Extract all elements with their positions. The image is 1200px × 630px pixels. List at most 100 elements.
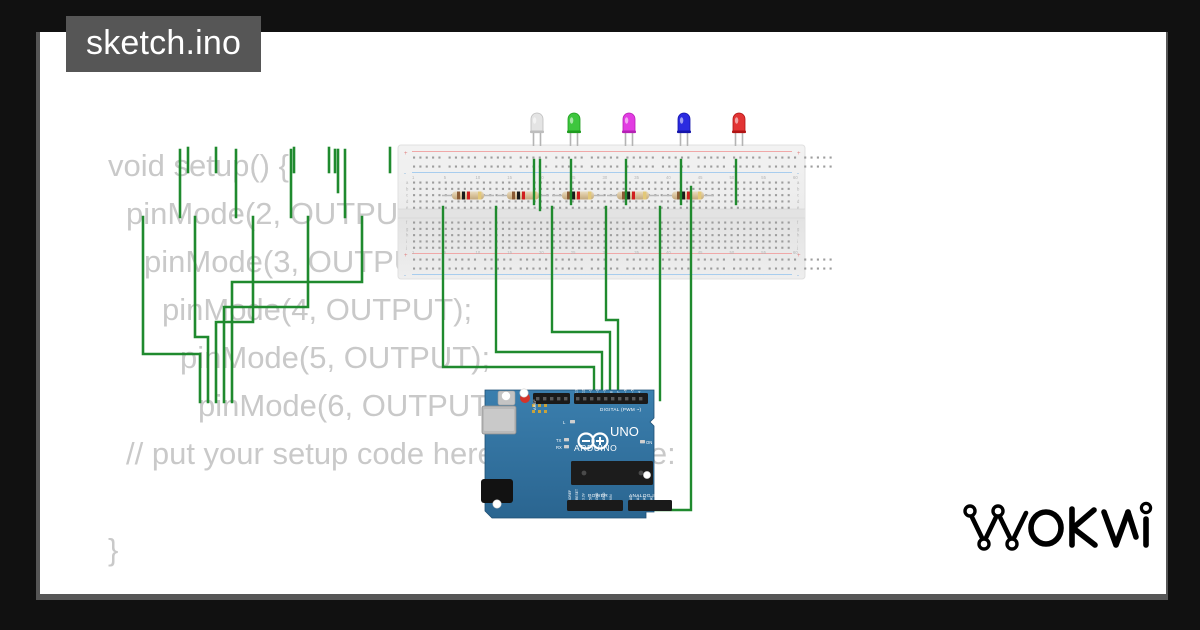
led-green[interactable]: [567, 112, 581, 146]
breadboard-hole: [716, 258, 719, 261]
header-pin: [639, 397, 643, 401]
breadboard-hole: [716, 267, 719, 270]
breadboard-hole: [565, 240, 568, 243]
led-blue[interactable]: [677, 112, 691, 146]
breadboard-hole: [711, 187, 714, 190]
breadboard-hole: [692, 246, 695, 249]
breadboard-hole: [432, 267, 435, 270]
power-pin-label: GND: [595, 492, 599, 500]
breadboard-hole: [736, 227, 739, 230]
breadboard-hole: [749, 206, 752, 209]
breadboard-hole: [473, 258, 477, 261]
breadboard-hole: [654, 200, 657, 203]
breadboard-hole: [457, 181, 460, 184]
breadboard-hole: [555, 258, 558, 261]
analog-pin-label: A3: [649, 496, 653, 500]
breadboard-hole: [635, 246, 638, 249]
breadboard-hole: [484, 267, 487, 270]
file-tab-sketch-ino[interactable]: sketch.ino: [66, 16, 262, 73]
breadboard-hole: [552, 187, 555, 190]
digital-pin-label: ~6: [623, 389, 627, 393]
breadboard-hole: [823, 156, 826, 159]
breadboard-hole: [645, 258, 648, 261]
breadboard-hole: [578, 227, 581, 230]
breadboard-hole: [489, 181, 492, 184]
breadboard-hole: [444, 221, 447, 224]
breadboard-hole: [724, 240, 727, 243]
breadboard-hole: [438, 267, 441, 270]
breadboard-hole: [609, 187, 612, 190]
breadboard-hole: [555, 156, 558, 159]
breadboard-hole: [781, 156, 784, 159]
power-label: POWER: [588, 493, 608, 499]
breadboard-hole: [501, 234, 504, 237]
breadboard-hole: [781, 165, 784, 168]
led-magenta[interactable]: [622, 112, 636, 146]
breadboard-hole: [476, 221, 479, 224]
breadboard-hole: [509, 165, 512, 168]
breadboard-hole: [597, 181, 600, 184]
analog-pin-label: A1: [636, 496, 640, 500]
breadboard-hole: [692, 200, 695, 203]
breadboard-hole: [829, 267, 832, 270]
breadboard-hole: [597, 156, 600, 159]
breadboard-hole: [641, 240, 644, 243]
digital-pin-label: ~9: [602, 389, 606, 393]
breadboard-hole: [540, 221, 543, 224]
breadboard-hole: [628, 240, 631, 243]
breadboard-hole: [660, 181, 663, 184]
breadboard-hole: [432, 200, 435, 203]
breadboard-hole: [432, 194, 435, 197]
breadboard-hole: [590, 246, 593, 249]
breadboard-hole: [463, 240, 466, 243]
breadboard-hole: [451, 234, 454, 237]
breadboard-hole: [425, 156, 428, 159]
breadboard-hole: [580, 267, 583, 270]
power-pin-label: 3.3V: [582, 492, 586, 500]
breadboard-column-number: 60: [793, 175, 798, 180]
resistor-1[interactable]: [442, 191, 494, 200]
breadboard-hole: [781, 267, 784, 270]
breadboard-hole: [609, 240, 612, 243]
breadboard-hole: [419, 240, 422, 243]
breadboard-hole: [667, 221, 670, 224]
breadboard-hole: [768, 181, 771, 184]
breadboard-hole: [571, 200, 574, 203]
wire-d4: [550, 205, 612, 402]
breadboard-hole: [597, 240, 600, 243]
breadboard-hole: [762, 234, 765, 237]
svg-text:+: +: [404, 253, 408, 259]
breadboard-hole: [597, 267, 600, 270]
breadboard-hole: [804, 258, 807, 261]
breadboard-hole: [673, 227, 676, 230]
breadboard-hole: [419, 258, 422, 261]
wire-pin5: [222, 215, 310, 404]
breadboard-hole: [419, 156, 422, 159]
resistor-band: [632, 191, 635, 200]
breadboard-hole: [673, 246, 676, 249]
breadboard-hole: [514, 181, 517, 184]
breadboard-hole: [419, 187, 422, 190]
breadboard-hole: [616, 206, 619, 209]
led-white[interactable]: [530, 112, 544, 146]
breadboard-hole: [622, 240, 625, 243]
breadboard-hole: [490, 165, 493, 168]
breadboard-hole: [616, 187, 619, 190]
resistor-band: [522, 191, 525, 200]
breadboard-hole: [660, 194, 663, 197]
breadboard-hole: [774, 234, 778, 237]
breadboard[interactable]: + - + - + - + - 115510101515202025253030…: [397, 144, 832, 280]
arduino-uno-board[interactable]: UNO ARDUINO DIGITAL (PWM ~) POWER ANALOG…: [481, 387, 672, 519]
breadboard-column-number: 15: [507, 175, 512, 180]
led-red[interactable]: [732, 112, 746, 146]
breadboard-hole: [419, 181, 422, 184]
breadboard-hole: [781, 181, 784, 184]
breadboard-hole: [448, 267, 451, 270]
breadboard-hole: [425, 181, 428, 184]
breadboard-hole: [432, 156, 435, 159]
breadboard-hole: [496, 267, 499, 270]
breadboard-hole: [647, 181, 651, 184]
breadboard-hole: [787, 200, 790, 203]
breadboard-hole: [425, 227, 428, 230]
breadboard-hole: [501, 187, 504, 190]
